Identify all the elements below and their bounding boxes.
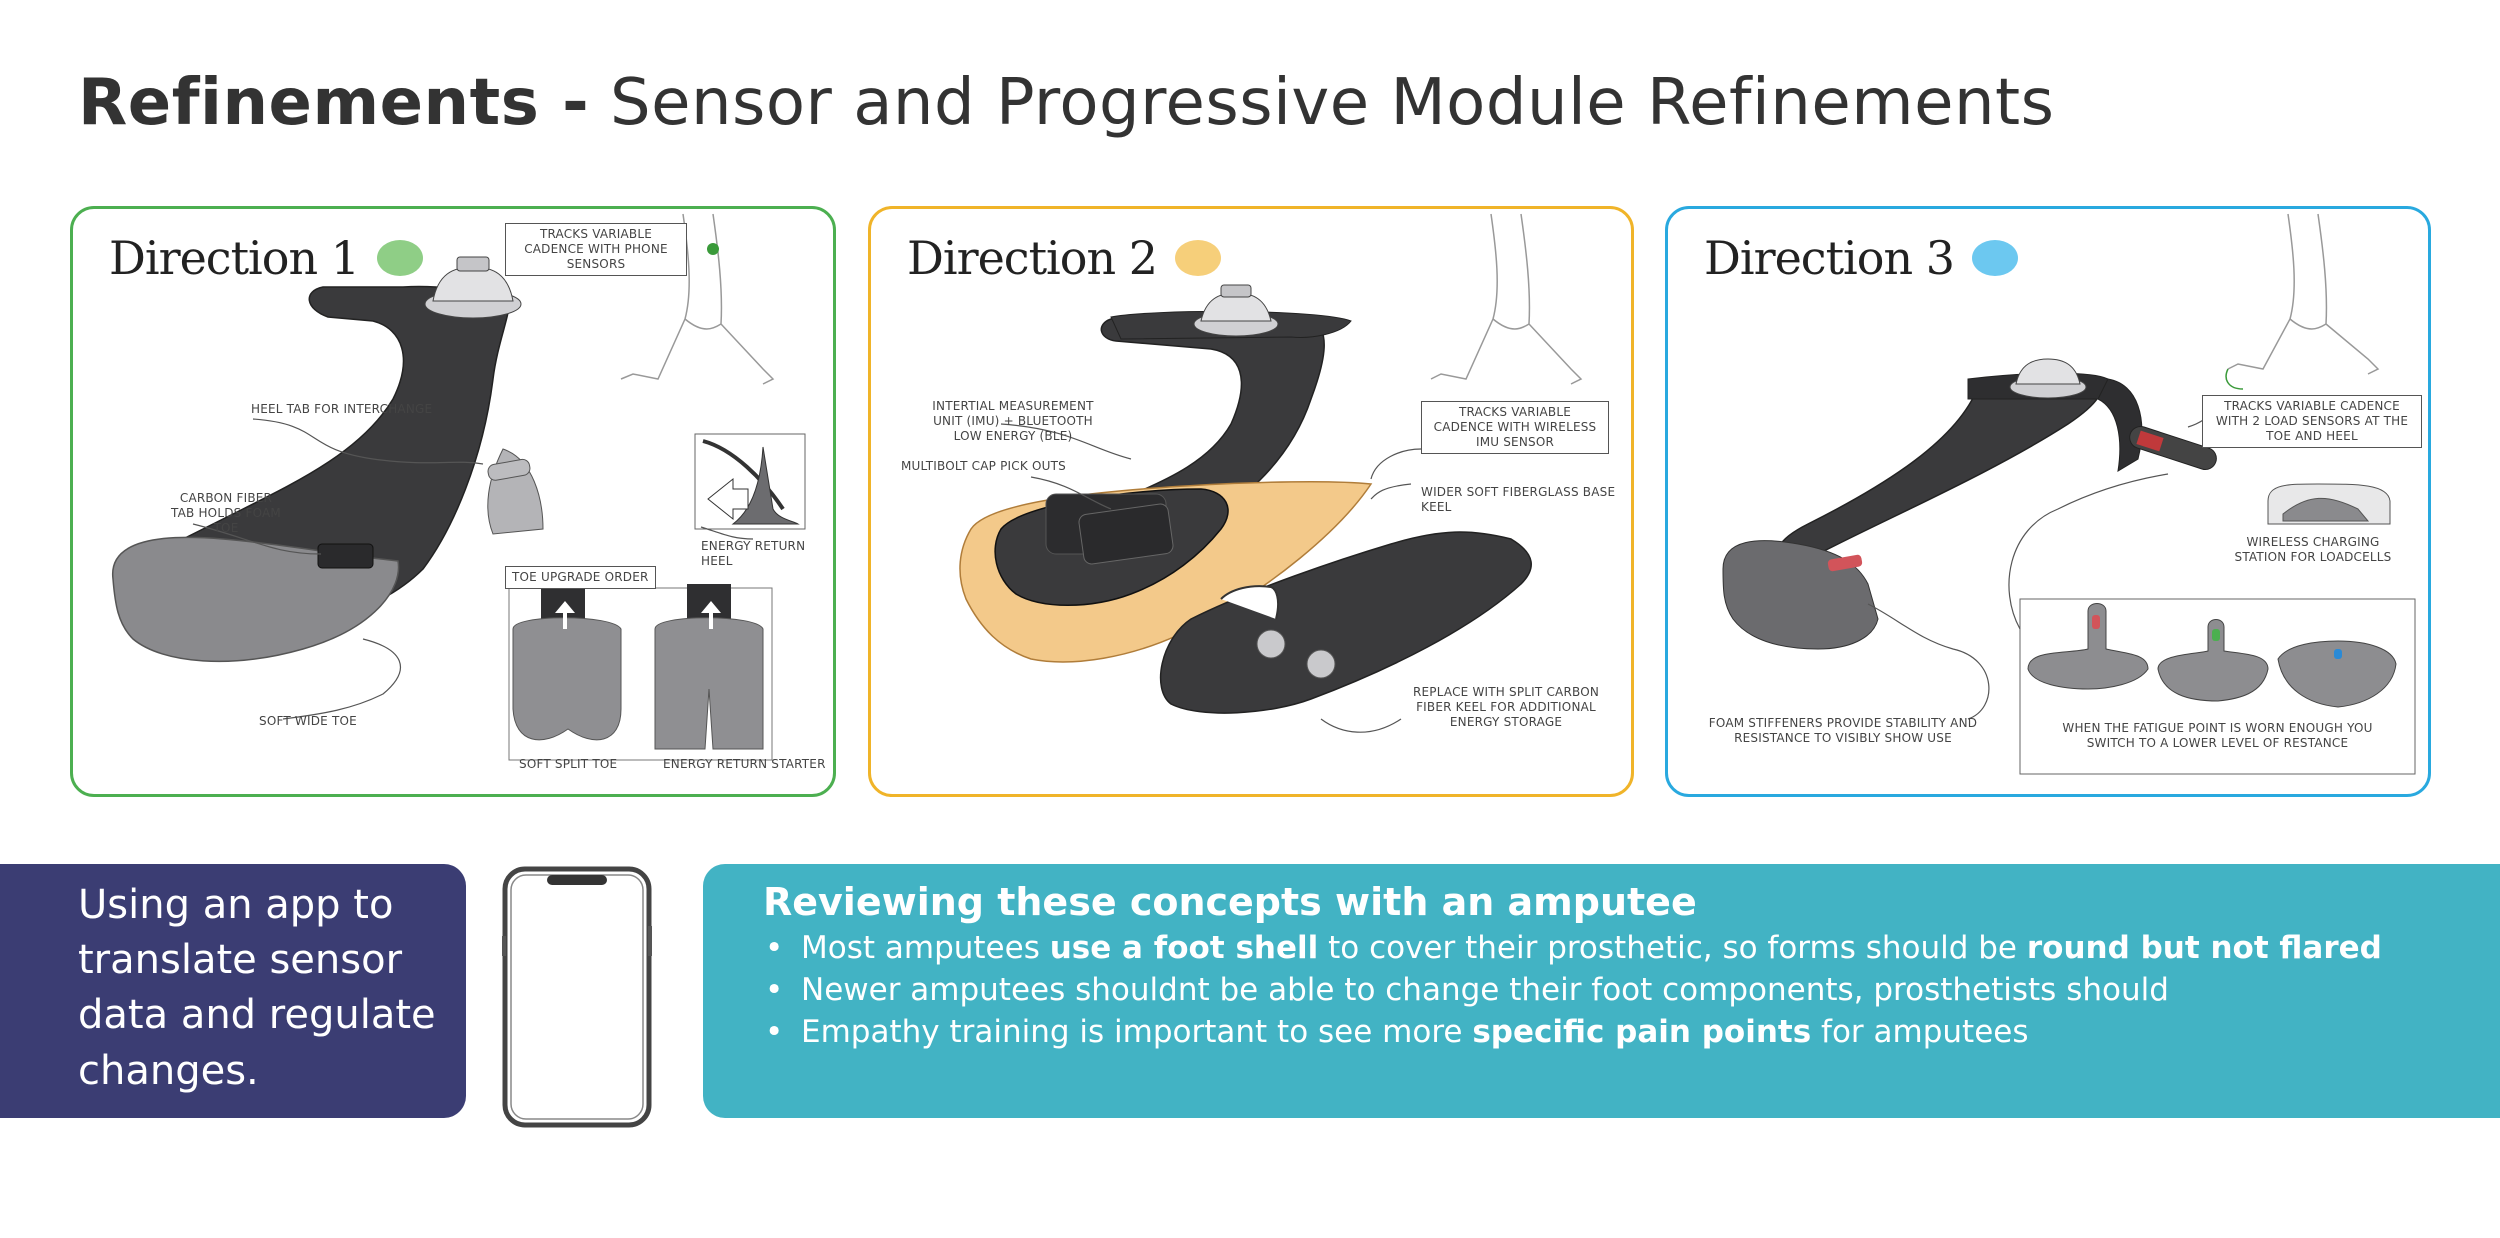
review-item-3-bold: specific pain points [1472, 1013, 1812, 1050]
page-title-rest: Sensor and Progressive Module Refinement… [589, 66, 2055, 140]
review-item-1-text-b: to cover their prosthetic, so forms shou… [1318, 930, 2027, 966]
direction-3-label: Direction 3 [1704, 231, 1955, 285]
review-heading: Reviewing these concepts with an amputee [763, 880, 1697, 924]
note-imu: Intertial measurement unit (IMU) + bluet… [932, 399, 1094, 443]
note-energy-return-heel: Energy return heel [701, 539, 806, 568]
review-item-3: Empathy training is important to see mor… [763, 1012, 2500, 1054]
direction-2-panel: Direction 2 Intertial measurement unit (… [868, 206, 1634, 797]
note-soft-wide-toe: Soft wide toe [259, 714, 357, 728]
direction-2-illustration [959, 213, 1583, 733]
note-cadence-imu: Tracks variable cadence with wireless IM… [1421, 401, 1609, 454]
direction-1-color-dot [376, 240, 423, 276]
review-item-2-text: Newer amputees shouldnt be able to chang… [801, 971, 2169, 1008]
review-item-1-text-a: Most amputees [801, 930, 1050, 966]
direction-1-panel: Direction 1 Tracks variable cadence with… [70, 206, 836, 797]
direction-2-title: Direction 2 [907, 231, 1221, 285]
note-cadence-load-sensors: Tracks variable cadence with 2 load sens… [2202, 395, 2422, 448]
review-item-1-bold-a: use a foot shell [1049, 930, 1319, 966]
review-item-3-text-b: for amputees [1811, 1013, 2029, 1050]
direction-1-title: Direction 1 [109, 231, 423, 285]
direction-3-color-dot [1971, 240, 2018, 276]
phone-icon [502, 866, 652, 1128]
app-callout: Using an app to translate sensor data an… [0, 864, 466, 1118]
review-item-3-text-a: Empathy training is important to see mor… [801, 1013, 1473, 1050]
direction-1-label: Direction 1 [109, 231, 360, 285]
note-charging-station: Wireless charging station for loadcells [2234, 535, 2392, 564]
review-item-2: Newer amputees shouldnt be able to chang… [763, 970, 2500, 1012]
note-energy-return-starter: Energy return starter [663, 757, 826, 771]
note-cadence-phone: Tracks variable cadence with phone senso… [505, 223, 687, 276]
note-heel-tab: Heel tab for interchange [251, 402, 433, 416]
walking-figure-sketch [1430, 213, 1583, 385]
walking-figure-sketch [2225, 213, 2380, 390]
note-multibolt: Multibolt cap pick outs [901, 459, 1066, 473]
note-split-carbon-keel: Replace with split carbon fiber keel for… [1412, 685, 1600, 729]
review-panel: Reviewing these concepts with an amputee… [703, 864, 2500, 1118]
note-foam-stiffeners: Foam stiffeners provide stability and re… [1708, 716, 1978, 745]
direction-2-label: Direction 2 [907, 231, 1158, 285]
note-wider-keel: Wider soft fiberglass base keel [1421, 485, 1616, 514]
direction-2-color-dot [1174, 240, 1221, 276]
note-soft-split-toe: Soft split toe [519, 757, 618, 771]
direction-3-title: Direction 3 [1704, 231, 2018, 285]
note-carbon-tab: Carbon fiber tab holds foam toe [171, 491, 281, 535]
page-title: Refinements - Sensor and Progressive Mod… [78, 66, 2054, 140]
note-fatigue-point: When the fatigue point is worn enough yo… [2062, 721, 2373, 750]
review-list: Most amputees use a foot shell to cover … [763, 928, 2500, 1054]
review-item-1: Most amputees use a foot shell to cover … [763, 928, 2500, 970]
direction-3-illustration [1722, 213, 2416, 775]
page-title-bold: Refinements - [78, 66, 590, 140]
review-item-1-bold-b: round but not flared [2026, 930, 2382, 966]
direction-3-panel: Direction 3 Tracks variable cadence with… [1665, 206, 2431, 797]
app-callout-text: Using an app to translate sensor data an… [78, 882, 436, 1094]
direction-1-illustration [112, 213, 806, 761]
note-toe-upgrade-order: Toe upgrade order [505, 566, 656, 589]
